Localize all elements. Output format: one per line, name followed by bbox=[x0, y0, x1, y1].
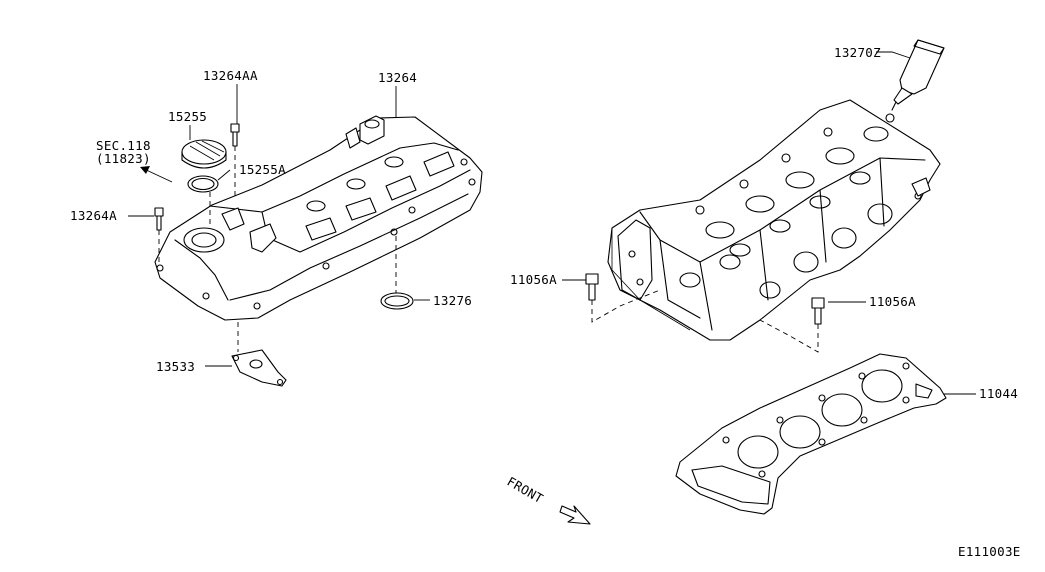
gasket-13276 bbox=[380, 292, 414, 310]
filler-cap-gasket bbox=[187, 175, 219, 193]
rocker-cover bbox=[154, 115, 483, 321]
label-13264aa: 13264AA bbox=[203, 68, 258, 83]
label-15255a: 15255A bbox=[239, 162, 286, 177]
label-sec-11823: (11823) bbox=[96, 151, 151, 166]
label-11056a-left: 11056A bbox=[510, 272, 557, 287]
label-11056a-right: 11056A bbox=[869, 294, 916, 309]
label-11044: 11044 bbox=[979, 386, 1018, 401]
cylinder-head bbox=[607, 99, 941, 341]
front-arrow bbox=[559, 505, 591, 525]
oil-filler-cap bbox=[181, 139, 227, 169]
label-13276: 13276 bbox=[433, 293, 472, 308]
label-sec-118: SEC.118 bbox=[96, 138, 151, 153]
bolt-13264aa bbox=[230, 123, 240, 147]
label-13264a: 13264A bbox=[70, 208, 117, 223]
label-front: FRONT bbox=[505, 474, 547, 507]
head-bolt-left bbox=[585, 273, 599, 301]
label-13270z: 13270Z bbox=[834, 45, 881, 60]
label-13533: 13533 bbox=[156, 359, 195, 374]
sealant-tube bbox=[891, 39, 945, 111]
label-15255: 15255 bbox=[168, 109, 207, 124]
bracket-13533 bbox=[231, 349, 287, 387]
head-bolt-right bbox=[811, 297, 825, 325]
diagram-code: E111003E bbox=[958, 544, 1021, 559]
label-13264: 13264 bbox=[378, 70, 417, 85]
head-gasket bbox=[675, 353, 947, 515]
bolt-13264a bbox=[154, 207, 164, 231]
